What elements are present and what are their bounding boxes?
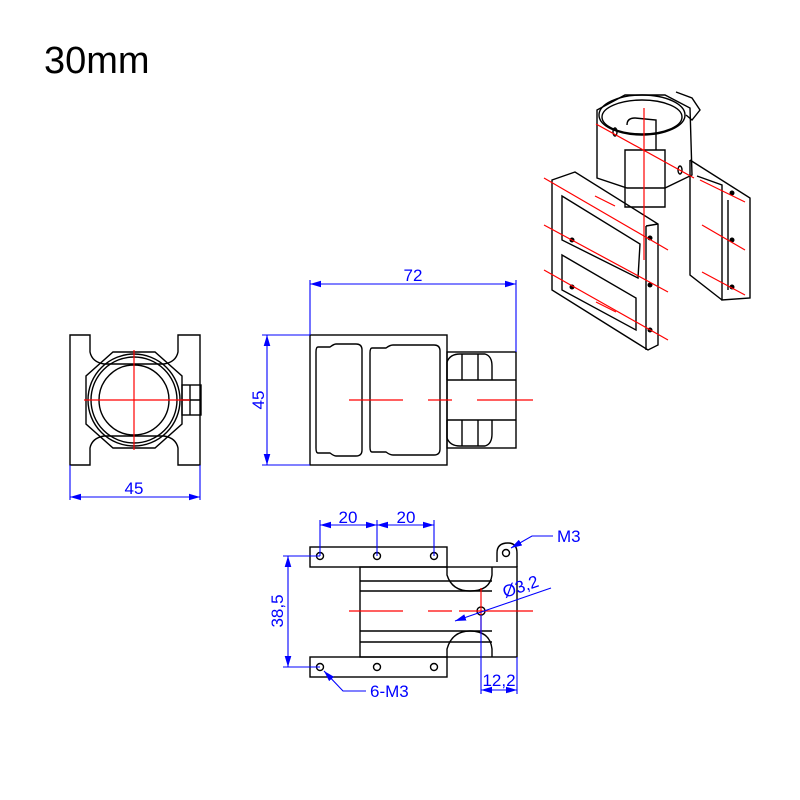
label-ear-thread: M3 [557, 527, 581, 546]
dim-side-height: 45 [249, 391, 268, 410]
page-title: 30mm [44, 40, 150, 82]
bottom-view: 20 20 38,5 12,2 Ø3,2 M3 6-M3 [268, 508, 581, 701]
iso-holes [569, 127, 735, 333]
dim-hole-spacing-1: 20 [339, 508, 358, 527]
dim-pin-offset: 12,2 [482, 671, 515, 690]
dim-side-length: 72 [404, 266, 423, 285]
dim-front-width: 45 [125, 479, 144, 498]
isometric-view [543, 91, 751, 351]
side-view: 72 45 [249, 266, 533, 466]
front-view: 45 [69, 334, 202, 501]
iso-centerlines [543, 108, 746, 341]
label-plate-threads: 6-M3 [370, 682, 409, 701]
dim-hole-spacing-2: 20 [397, 508, 416, 527]
dim-pin-diameter: Ø3,2 [500, 572, 541, 602]
dim-plate-spacing: 38,5 [268, 594, 287, 627]
